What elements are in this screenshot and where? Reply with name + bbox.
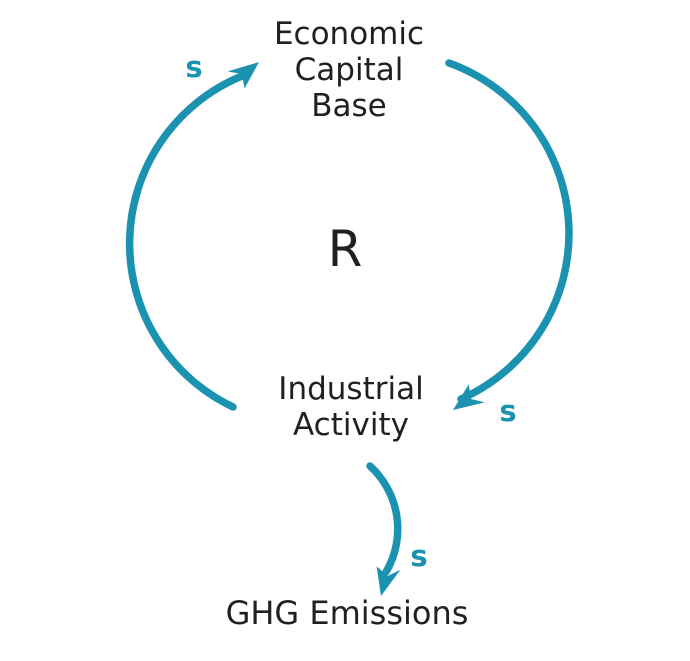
node-industrial-activity: Industrial Activity bbox=[278, 371, 423, 443]
node-economic-capital-base: Economic Capital Base bbox=[274, 16, 424, 124]
node-label-line: Economic bbox=[273, 16, 425, 52]
node-label-line: Activity bbox=[293, 407, 409, 443]
arrowhead-up-right-icon bbox=[227, 62, 259, 89]
node-label-line: Base bbox=[311, 88, 387, 124]
arrowhead-down-icon bbox=[376, 566, 401, 596]
arrow-industrial-to-ghg bbox=[366, 462, 402, 576]
polarity-label-s-right-arc: s bbox=[499, 394, 517, 428]
polarity-label-s-left-arc: s bbox=[185, 50, 203, 84]
arrow-industrial-to-economic bbox=[125, 72, 246, 411]
arrow-economic-to-industrial bbox=[445, 59, 573, 403]
loop-label-reinforcing: R bbox=[327, 220, 363, 278]
polarity-label-s-ghg-arc: s bbox=[410, 539, 428, 573]
node-label-line: Capital bbox=[294, 52, 404, 88]
node-label-line: Industrial bbox=[278, 371, 424, 407]
node-ghg-emissions: GHG Emissions bbox=[225, 594, 469, 632]
arrowhead-down-left-icon bbox=[453, 384, 485, 410]
